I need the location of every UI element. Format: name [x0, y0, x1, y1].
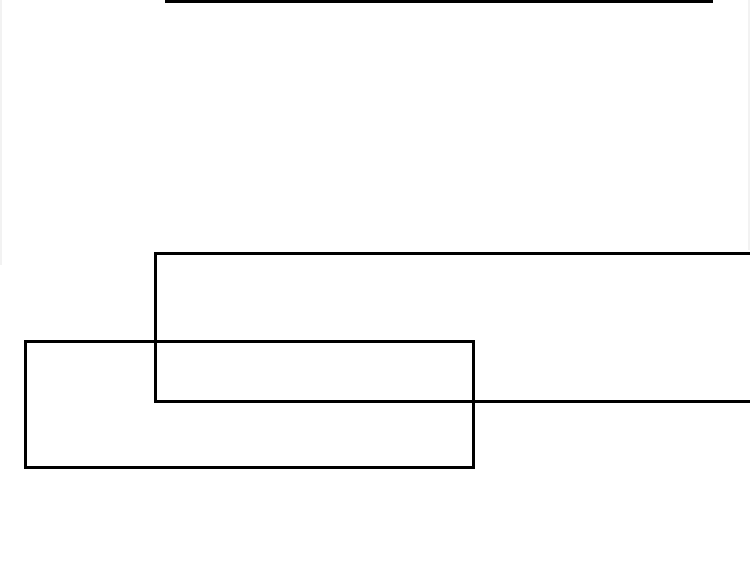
right-rectangle: [154, 252, 750, 403]
left-rectangle: [24, 340, 475, 469]
left-edge-shade: [0, 0, 2, 265]
top-rectangle-partial: [165, 0, 713, 3]
right-edge-shade: [748, 0, 750, 250]
